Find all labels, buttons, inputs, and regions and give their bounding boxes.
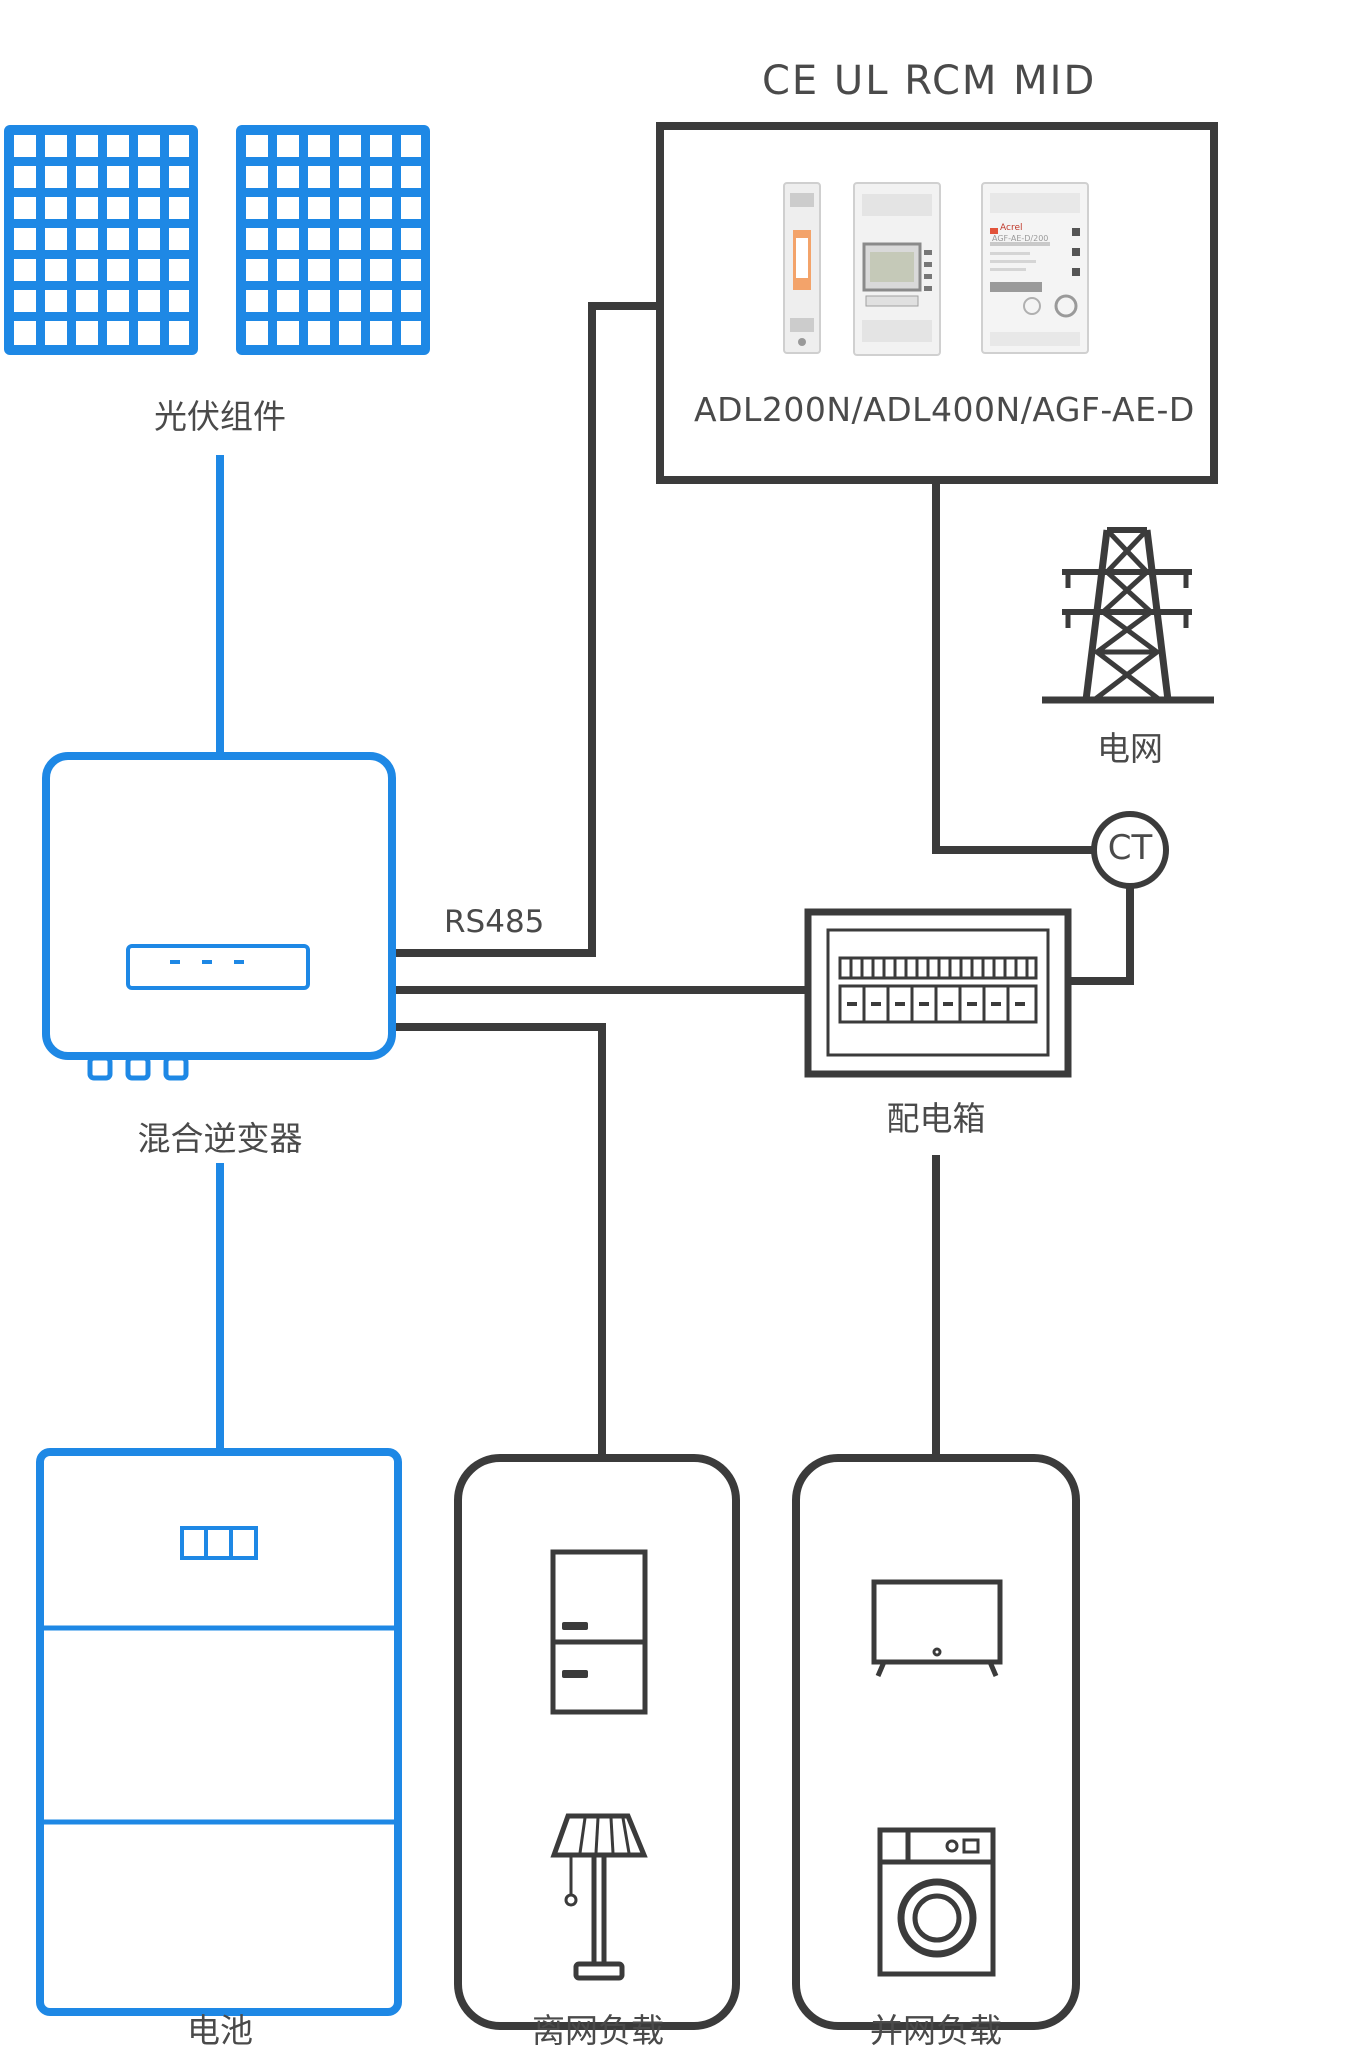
offgrid-load-panel — [454, 1454, 740, 2030]
inverter-to-offgrid-line — [396, 1023, 606, 1454]
certifications-label: CE UL RCM MID — [762, 58, 1097, 104]
rs485-label: RS485 — [444, 904, 545, 940]
ct-label: CT — [1107, 828, 1153, 868]
hybrid-inverter-icon — [42, 752, 396, 1081]
agf-ae-d-meter-image — [981, 182, 1089, 354]
grid-label: 电网 — [1097, 729, 1163, 768]
adl400n-meter-image — [853, 182, 941, 356]
hybrid-inverter-label: 混合逆变器 — [137, 1119, 303, 1158]
ongrid-load-label: 并网负载 — [870, 2011, 1002, 2050]
rs485-line — [396, 302, 656, 957]
pv-modules-label: 光伏组件 — [154, 397, 286, 436]
television-icon — [871, 1579, 1003, 1677]
distribution-box-icon — [804, 908, 1072, 1078]
transmission-tower-icon — [1042, 527, 1214, 704]
refrigerator-icon — [550, 1549, 648, 1715]
battery-label: 电池 — [187, 2011, 253, 2050]
meter-brand-text: Acrel — [1000, 223, 1023, 233]
washing-machine-icon — [877, 1827, 996, 1977]
meter-to-ct-line — [932, 482, 1096, 854]
solar-panel-right-icon — [236, 125, 430, 355]
wiring — [396, 302, 1134, 1454]
offgrid-load-label: 离网负载 — [532, 2011, 664, 2050]
ongrid-load-panel — [792, 1454, 1080, 2030]
meter-box — [656, 122, 1218, 484]
solar-panel-left-icon — [4, 125, 198, 355]
adl200n-meter-image — [783, 182, 821, 354]
ct-to-distbox-line — [1064, 884, 1134, 985]
floor-lamp-icon — [550, 1813, 648, 1981]
battery-icon — [36, 1448, 402, 2016]
meter-models-label: ADL200N/ADL400N/AGF-AE-D — [694, 390, 1195, 429]
meter-model-tag-text: AGF-AE-D/200 — [992, 234, 1049, 243]
distribution-box-label: 配电箱 — [886, 1099, 986, 1138]
ct-sensor — [1091, 811, 1169, 889]
